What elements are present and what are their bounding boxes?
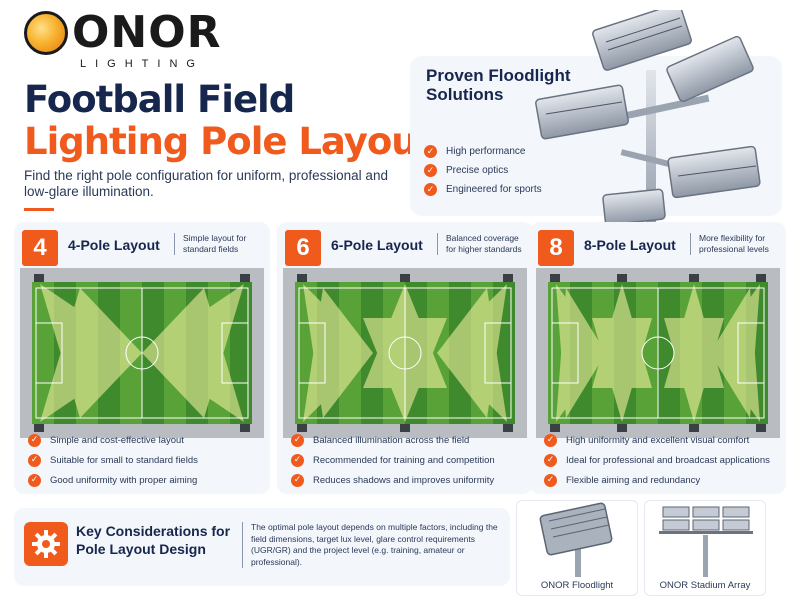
- list-item: ✓ Balanced illumination across the field: [291, 430, 495, 450]
- check-icon: ✓: [544, 453, 557, 467]
- stadium-array-icon: [659, 506, 753, 577]
- field-diagram-8-pole: [536, 268, 780, 438]
- check-icon: ✓: [28, 453, 41, 467]
- proven-item-label: Engineered for sports: [446, 184, 542, 195]
- check-icon: ✓: [424, 145, 437, 158]
- layout-card-8-pole: 8 8-Pole Layout More flexibility for pro…: [530, 222, 786, 494]
- field-diagram-4-pole: [20, 268, 264, 438]
- pole-count-badge: 8: [538, 230, 574, 266]
- check-icon: ✓: [28, 473, 41, 487]
- brand-logo: ONOR LIGHTING: [24, 10, 244, 72]
- proven-item-label: High performance: [446, 146, 526, 157]
- benefit-label: High uniformity and excellent visual com…: [566, 434, 750, 446]
- pole-count-badge: 6: [285, 230, 321, 266]
- check-icon: ✓: [291, 433, 304, 447]
- sun-logo-icon: [24, 11, 68, 55]
- check-icon: ✓: [28, 433, 41, 447]
- list-item: ✓ Good uniformity with proper aiming: [28, 470, 198, 490]
- layout-description: Simple layout for standard fields: [174, 233, 262, 255]
- benefit-label: Reduces shadows and improves uniformity: [313, 474, 495, 486]
- layout-name: 6-Pole Layout: [331, 237, 423, 253]
- list-item: ✓ Ideal for professional and broadcast ap…: [544, 450, 770, 470]
- layout-card-6-pole: 6 6-Pole Layout Balanced coverage for hi…: [277, 222, 533, 494]
- brand-sub: LIGHTING: [80, 58, 204, 70]
- layout-description: Balanced coverage for higher standards: [437, 233, 525, 255]
- list-item: ✓ High uniformity and excellent visual co…: [544, 430, 770, 450]
- product-label: ONOR Floodlight: [540, 580, 614, 591]
- check-icon: ✓: [291, 473, 304, 487]
- page-subtitle: Find the right pole configuration for un…: [24, 168, 388, 199]
- check-icon: ✓: [544, 433, 557, 447]
- title-underline: [24, 208, 54, 211]
- product-card-floodlight: ONOR Floodlight: [516, 500, 638, 596]
- key-text: The optimal pole layout depends on multi…: [242, 522, 504, 568]
- brand-name: ONOR: [72, 7, 222, 58]
- gear-icon: [24, 522, 68, 566]
- list-item: ✓ Engineered for sports: [424, 180, 542, 199]
- layout-description: More flexibility for professional levels: [690, 233, 778, 255]
- benefit-label: Balanced illumination across the field: [313, 434, 470, 446]
- layout-name: 8-Pole Layout: [584, 237, 676, 253]
- list-item: ✓ Simple and cost-effective layout: [28, 430, 198, 450]
- list-item: ✓ Suitable for small to standard fields: [28, 450, 198, 470]
- page-title-line2: Lighting Pole Layouts: [24, 120, 455, 163]
- floodlight-icon: [539, 502, 613, 577]
- proven-list: ✓ High performance ✓ Precise optics ✓ Engin…: [424, 142, 542, 199]
- layout-name: 4-Pole Layout: [68, 237, 160, 253]
- proven-title: Proven Floodlight Solutions: [426, 66, 571, 104]
- product-label: ONOR Stadium Array: [659, 580, 751, 591]
- layout-benefits: ✓ Simple and cost-effective layout ✓ Suita…: [28, 430, 198, 490]
- benefit-label: Flexible aiming and redundancy: [566, 474, 701, 486]
- check-icon: ✓: [424, 183, 437, 196]
- list-item: ✓ Reduces shadows and improves uniformity: [291, 470, 495, 490]
- benefit-label: Ideal for professional and broadcast app…: [566, 454, 770, 466]
- check-icon: ✓: [291, 453, 304, 467]
- layout-card-4-pole: 4 4-Pole Layout Simple layout for standa…: [14, 222, 270, 494]
- pole-count-badge: 4: [22, 230, 58, 266]
- benefit-label: Recommended for training and competition: [313, 454, 495, 466]
- list-item: ✓ Recommended for training and competitio…: [291, 450, 495, 470]
- list-item: ✓ Precise optics: [424, 161, 542, 180]
- key-title: Key Considerations for Pole Layout Desig…: [76, 523, 231, 557]
- check-icon: ✓: [424, 164, 437, 177]
- list-item: ✓ Flexible aiming and redundancy: [544, 470, 770, 490]
- benefit-label: Simple and cost-effective layout: [50, 434, 184, 446]
- field-diagram-6-pole: [283, 268, 527, 438]
- page-title-line1: Football Field: [24, 78, 295, 121]
- proven-item-label: Precise optics: [446, 165, 509, 176]
- layout-benefits: ✓Balanced illumination across the field …: [291, 430, 495, 490]
- benefit-label: Suitable for small to standard fields: [50, 454, 198, 466]
- key-considerations-box: Key Considerations for Pole Layout Desig…: [14, 508, 510, 586]
- check-icon: ✓: [544, 473, 557, 487]
- product-card-stadium-array: ONOR Stadium Array: [644, 500, 766, 596]
- benefit-label: Good uniformity with proper aiming: [50, 474, 198, 486]
- floodlight-pole-illustration: [535, 10, 761, 230]
- list-item: ✓ High performance: [424, 142, 542, 161]
- layout-benefits: ✓ High uniformity and excellent visual co…: [544, 430, 770, 490]
